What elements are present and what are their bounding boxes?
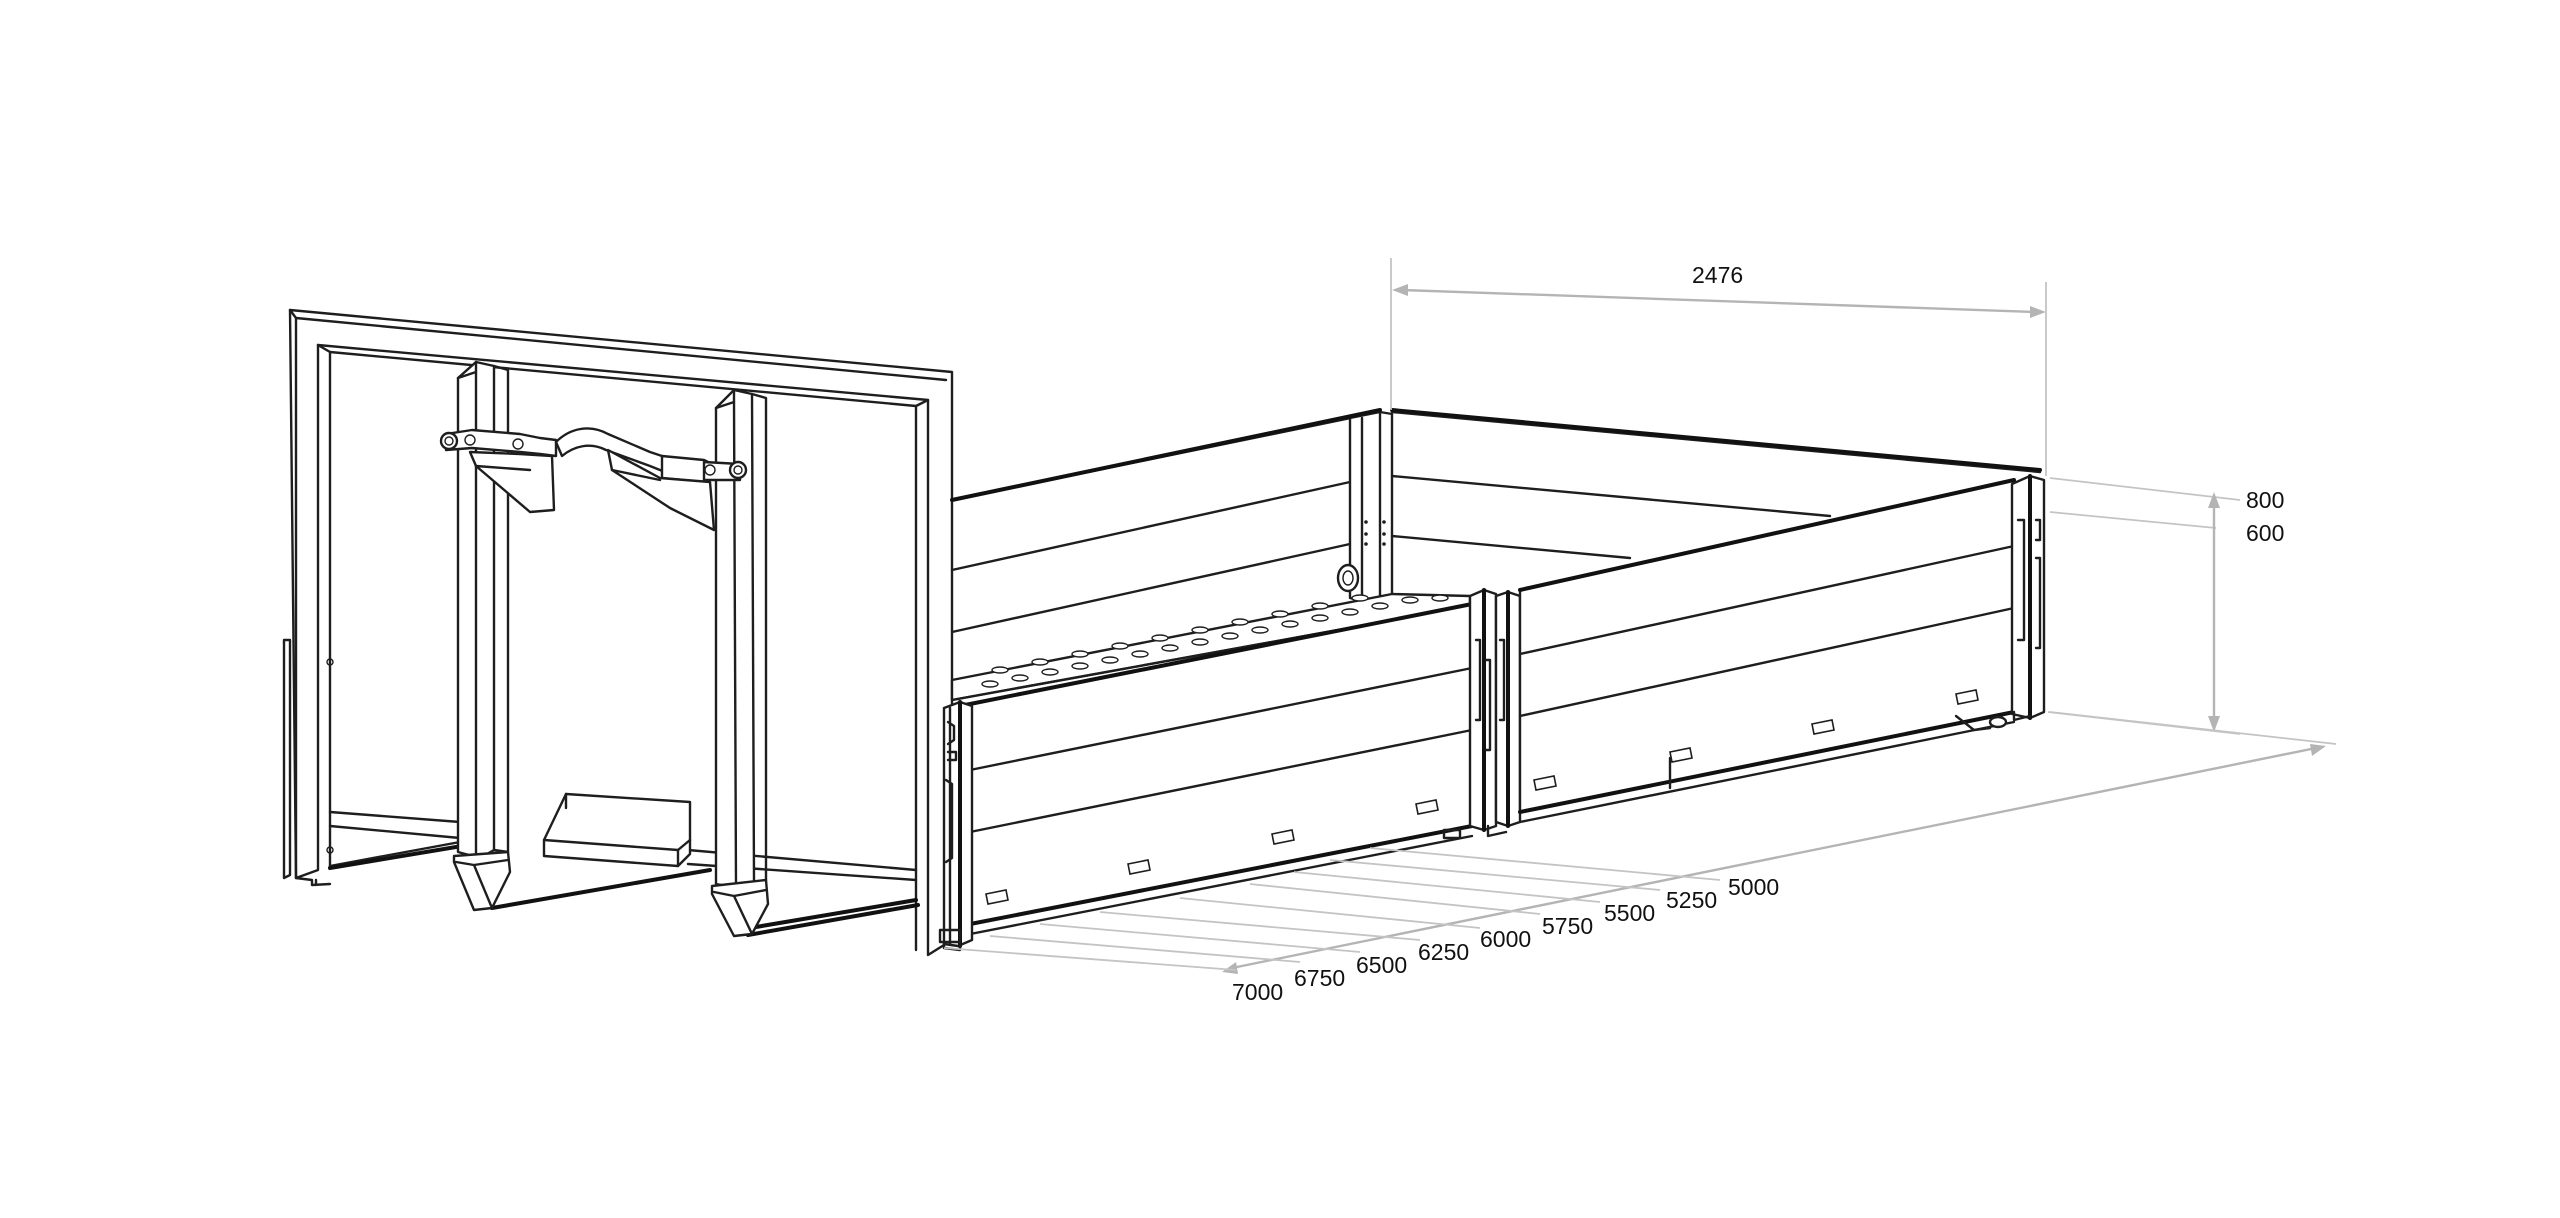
length-label: 6500 xyxy=(1356,952,1407,978)
length-label: 5500 xyxy=(1604,900,1655,926)
width-label: 2476 xyxy=(1692,262,1743,288)
height-high-label: 800 xyxy=(2246,487,2284,513)
length-label: 5000 xyxy=(1728,874,1779,900)
length-label: 6750 xyxy=(1294,965,1345,991)
dimension-lines xyxy=(943,258,2337,974)
side-latches xyxy=(985,689,1979,905)
length-label: 5750 xyxy=(1542,913,1593,939)
length-label: 6250 xyxy=(1418,939,1469,965)
length-label: 6000 xyxy=(1480,926,1531,952)
length-label: 7000 xyxy=(1232,979,1283,1005)
platform-body xyxy=(938,408,2046,952)
length-label: 5250 xyxy=(1666,887,1717,913)
front-hook-frame xyxy=(282,308,954,957)
deck-holes xyxy=(981,594,1449,688)
height-low-label: 600 xyxy=(2246,520,2284,546)
dimension-labels: 2476 800 600 5000 5250 5500 5750 6000 62… xyxy=(1232,262,2284,1005)
